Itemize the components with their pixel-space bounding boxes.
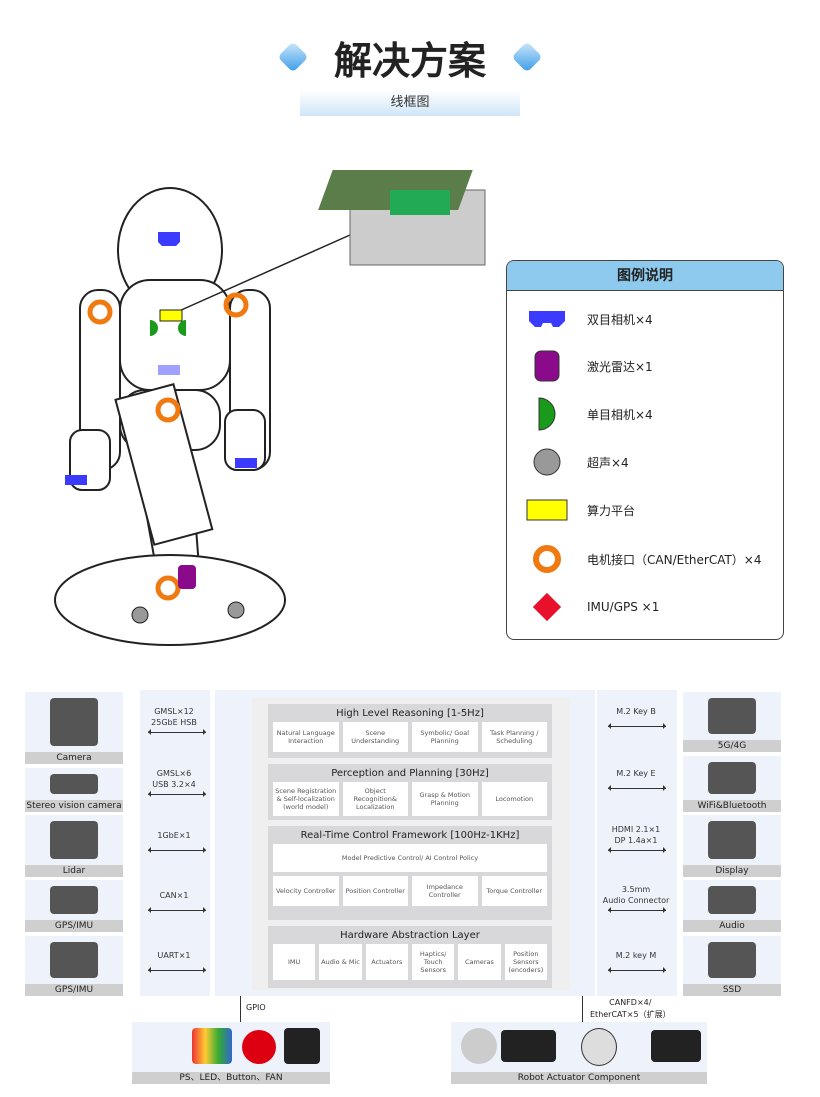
- device-label: Display: [683, 865, 781, 877]
- bus-line: [582, 996, 583, 1026]
- layer-cell: Cameras: [458, 944, 501, 980]
- layer-cell: Task Planning / Scheduling: [481, 722, 547, 752]
- legend-item: 激光雷达×1: [507, 346, 783, 386]
- interface-label: M.2 Key E: [616, 769, 656, 778]
- layer-cell: Symbolic/ Goal Planning: [412, 722, 478, 752]
- device-label: GPS/IMU: [25, 984, 123, 996]
- layer-cell: Object Recognition& Localization: [342, 782, 408, 816]
- gpio-label: GPIO: [246, 1003, 266, 1012]
- layer-cell: Position Controller: [342, 876, 408, 906]
- layer-cell: Haptics/ Touch Sensors: [411, 944, 455, 980]
- device-label: SSD: [683, 984, 781, 996]
- bus-label: CANFD×4/EtherCAT×5（扩展）: [590, 998, 671, 1019]
- layer-high-level-reasoning: High Level Reasoning [1-5Hz] Natural Lan…: [268, 704, 552, 758]
- device-label: 5G/4G: [683, 740, 781, 752]
- device-label: Camera: [25, 752, 123, 764]
- layer-cell: Torque Controller: [481, 876, 547, 906]
- legend-box: 图例说明 双目相机×4 激光雷达×1 单目相机×4 超声×4 算力平台 电机接口…: [506, 260, 784, 640]
- interface-label: M.2 key M: [615, 951, 657, 960]
- connection-arrow: [148, 847, 206, 853]
- lidar-icon: [534, 350, 560, 382]
- layer-cell: Impedance Controller: [412, 876, 478, 906]
- interface-label: UART×1: [157, 951, 191, 960]
- right-device-card: Audio: [683, 880, 781, 932]
- right-device-card: Display: [683, 815, 781, 877]
- legend-item: 算力平台: [507, 490, 783, 530]
- layer-cell: Audio & Mic: [319, 944, 362, 980]
- device-label: Stereo vision camera: [25, 800, 123, 812]
- legend-item: IMU/GPS ×1: [507, 587, 783, 627]
- layer-cell: Actuators: [365, 944, 408, 980]
- right-device-card: SSD: [683, 936, 781, 996]
- mono-camera-icon: [538, 397, 556, 431]
- connection-arrow: [608, 907, 666, 913]
- left-device-card: Lidar: [25, 815, 123, 877]
- interface-label: 1GbE×1: [157, 831, 191, 840]
- legend-title: 图例说明: [507, 261, 783, 291]
- legend-item: 双目相机×4: [507, 299, 783, 339]
- layer-cell: Grasp & Motion Planning: [412, 782, 478, 816]
- left-device-card: Camera: [25, 692, 123, 764]
- layer-cell: Locomotion: [481, 782, 547, 816]
- connection-arrow: [148, 967, 206, 973]
- connection-arrow: [148, 791, 206, 797]
- layer-cell: Position Sensors (encoders): [504, 944, 547, 980]
- layer-cell: Velocity Controller: [273, 876, 339, 906]
- left-device-card: GPS/IMU: [25, 936, 123, 996]
- compute-platform-icon: [526, 499, 568, 521]
- layer-cell: Natural Language Interaction: [273, 722, 339, 752]
- peripherals-label: PS、LED、Button、FAN: [132, 1072, 330, 1084]
- connection-arrow: [608, 723, 666, 729]
- device-label: GPS/IMU: [25, 920, 123, 932]
- legend-item: 超声×4: [507, 442, 783, 482]
- device-label: Audio: [683, 920, 781, 932]
- actuator-label: Robot Actuator Component: [451, 1072, 707, 1084]
- stereo-camera-icon: [529, 311, 565, 327]
- gpio-line: [240, 996, 241, 1026]
- compute-board-image: [318, 170, 486, 266]
- peripherals-box: PS、LED、Button、FAN: [132, 1022, 330, 1084]
- right-device-card: 5G/4G: [683, 692, 781, 752]
- right-connector-column: [597, 690, 677, 996]
- left-connector-column: [140, 690, 210, 996]
- device-label: WiFi&Bluetooth: [683, 800, 781, 812]
- left-device-card: Stereo vision camera: [25, 768, 123, 812]
- layer-perception-planning: Perception and Planning [30Hz] Scene Reg…: [268, 764, 552, 820]
- motor-interface-icon: [533, 545, 561, 573]
- legend-item: 单目相机×4: [507, 394, 783, 434]
- connection-arrow: [148, 907, 206, 913]
- layer-cell: Scene Understanding: [342, 722, 408, 752]
- connection-arrow: [608, 785, 666, 791]
- interface-label: M.2 Key B: [616, 707, 656, 716]
- page-title: 解决方案: [333, 39, 486, 83]
- device-label: Lidar: [25, 865, 123, 877]
- ultrasonic-icon: [533, 448, 561, 476]
- layer-cell: Scene Registration & Self-localization (…: [273, 782, 339, 816]
- connection-arrow: [148, 729, 206, 735]
- actuator-box: Robot Actuator Component: [451, 1022, 707, 1084]
- right-device-card: WiFi&Bluetooth: [683, 756, 781, 812]
- interface-label: CAN×1: [159, 891, 189, 900]
- layer-cell: IMU: [273, 944, 316, 980]
- layer-cell-wide: Model Predictive Control/ AI Control Pol…: [273, 844, 547, 872]
- left-device-card: GPS/IMU: [25, 880, 123, 932]
- legend-item: 电机接口（CAN/EtherCAT）×4: [507, 539, 783, 579]
- imu-gps-icon: [532, 592, 562, 622]
- connection-arrow: [608, 847, 666, 853]
- robot-wireframe-illustration: [54, 170, 486, 646]
- layer-realtime-control: Real-Time Control Framework [100Hz-1KHz]…: [268, 826, 552, 920]
- subtitle: 线框图: [300, 90, 520, 116]
- connection-arrow: [608, 967, 666, 973]
